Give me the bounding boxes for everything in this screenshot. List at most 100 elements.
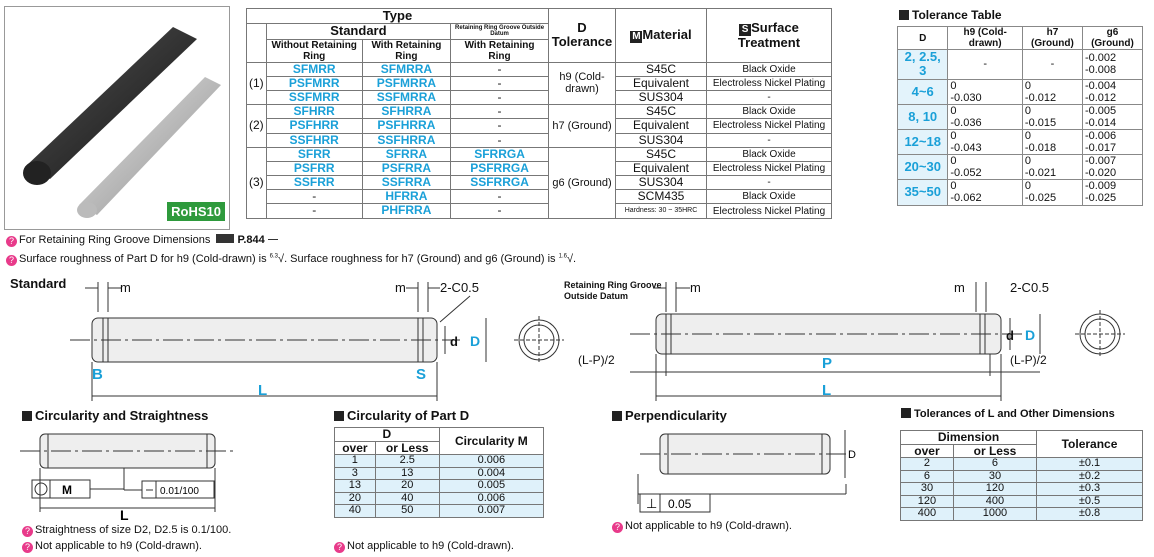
- part-number[interactable]: -: [450, 118, 549, 134]
- group-label: (2): [246, 104, 267, 148]
- tol-g6: -0.007-0.020: [1081, 154, 1144, 181]
- circ-cell: 0.006: [438, 491, 545, 506]
- tol-value: -0.021: [1024, 167, 1057, 180]
- tol-value: -0.002: [1084, 52, 1117, 65]
- part-number[interactable]: -: [265, 189, 363, 205]
- part-number[interactable]: SFRRA: [361, 146, 452, 162]
- part-number[interactable]: SSFRRGA: [450, 175, 549, 191]
- part-number[interactable]: -: [450, 75, 549, 91]
- part-number[interactable]: PSFMRRA: [361, 75, 452, 91]
- part-number[interactable]: PSFRRGA: [450, 160, 549, 177]
- tol-value: -0.062: [950, 192, 982, 205]
- part-number[interactable]: SFRR: [265, 146, 363, 162]
- circ-cell: 40: [374, 491, 440, 506]
- tol-d: 8, 10: [896, 103, 949, 130]
- chamfer-label: 2-C0.5: [440, 280, 479, 295]
- shaft-image: [23, 27, 221, 218]
- tol-g6: -0.004-0.012: [1081, 78, 1144, 105]
- part-number[interactable]: SSFMRRA: [361, 89, 452, 106]
- circ-cell: 2.5: [374, 454, 440, 468]
- groove-note: ?For Retaining Ring Groove Dimensions P.…: [6, 234, 278, 247]
- tol-g6: -0.009-0.025: [1081, 179, 1144, 206]
- part-number[interactable]: SFHRR: [265, 104, 363, 120]
- part-number[interactable]: PSFMRR: [265, 75, 363, 91]
- material: S45C: [615, 61, 707, 77]
- tol-header: Tolerance: [1036, 429, 1143, 459]
- less-header: or Less: [374, 440, 440, 456]
- tol-header: h9 (Cold-drawn): [947, 26, 1023, 50]
- part-number[interactable]: SFHRRA: [361, 104, 452, 120]
- part-number[interactable]: SSFHRR: [265, 132, 363, 148]
- tol-d: 2, 2.5, 3: [896, 49, 949, 80]
- tol-g6: -0.002-0.008: [1081, 49, 1144, 80]
- tol-value: -: [983, 58, 987, 71]
- part-number[interactable]: -: [450, 132, 549, 148]
- part-number[interactable]: PHFRRA: [361, 203, 452, 219]
- h9-note-1: ?Not applicable to h9 (Cold-drawn).: [22, 540, 202, 553]
- circ-cell: 1: [334, 454, 376, 468]
- tol-value: -0.006: [1084, 129, 1117, 142]
- part-number[interactable]: -: [450, 104, 549, 120]
- part-number[interactable]: -: [265, 203, 363, 219]
- page-ref-link[interactable]: P.844: [237, 234, 265, 246]
- material: Equivalent: [615, 160, 707, 177]
- part-number[interactable]: SSFHRRA: [361, 132, 452, 148]
- part-number[interactable]: SFRRGA: [450, 146, 549, 162]
- d-small-label: d: [1006, 328, 1014, 343]
- part-number[interactable]: PSFHRRA: [361, 118, 452, 134]
- h9-note-3: ?Not applicable to h9 (Cold-drawn).: [612, 520, 792, 533]
- surface-treatment: -: [706, 175, 832, 191]
- part-number[interactable]: -: [450, 203, 549, 219]
- tol-value: -0.009: [1084, 180, 1117, 193]
- perp-value: 0.05: [668, 497, 692, 511]
- tol-l-cell: 400: [900, 507, 954, 521]
- circ-cell: 13: [334, 479, 376, 493]
- tol-l-cell: 1000: [952, 507, 1038, 521]
- surface-treatment: Electroless Nickel Plating: [706, 203, 832, 219]
- part-number[interactable]: SFMRR: [265, 61, 363, 77]
- m-label: m: [690, 280, 701, 295]
- h9-note-2: ?Not applicable to h9 (Cold-drawn).: [334, 540, 514, 553]
- tol-header: h7 (Ground): [1021, 26, 1083, 50]
- tol-l-cell: ±0.1: [1036, 457, 1143, 471]
- part-number[interactable]: -: [450, 89, 549, 106]
- part-number[interactable]: SSFRR: [265, 175, 363, 191]
- part-number[interactable]: PSFRR: [265, 160, 363, 177]
- circ-cell: 20: [334, 491, 376, 506]
- part-number[interactable]: PSFHRR: [265, 118, 363, 134]
- tol-h7: -: [1021, 49, 1083, 80]
- lp-label: (L-P)/2: [578, 353, 615, 367]
- part-number[interactable]: -: [450, 189, 549, 205]
- part-number[interactable]: PSFRRA: [361, 160, 452, 177]
- material: SUS304: [615, 175, 707, 191]
- d-tolerance: h7 (Ground): [548, 104, 616, 148]
- lp-label: (L-P)/2: [1010, 353, 1047, 367]
- tol-l-cell: 30: [952, 469, 1038, 484]
- part-number[interactable]: HFRRA: [361, 189, 452, 205]
- part-number[interactable]: SSFMRR: [265, 89, 363, 106]
- tol-value: -0.004: [1084, 79, 1117, 92]
- tol-h9: 0-0.052: [947, 154, 1023, 181]
- circ-cell: 50: [374, 504, 440, 518]
- type-header: Type: [246, 7, 549, 25]
- tol-value: -0.052: [950, 167, 982, 180]
- datum-drawing: m m 2-C0.5 d D P (L-P)/2 (L-P)/2 L: [578, 280, 1125, 401]
- part-number[interactable]: SFMRRA: [361, 61, 452, 77]
- part-number[interactable]: -: [450, 61, 549, 77]
- tol-d: 4~6: [896, 78, 949, 105]
- circ-cell: 0.007: [438, 504, 545, 518]
- surface-treatment: Electroless Nickel Plating: [706, 118, 832, 134]
- tol-value: -0.025: [1084, 192, 1117, 205]
- part-number[interactable]: SSFRRA: [361, 175, 452, 191]
- tol-h9: 0-0.043: [947, 128, 1023, 156]
